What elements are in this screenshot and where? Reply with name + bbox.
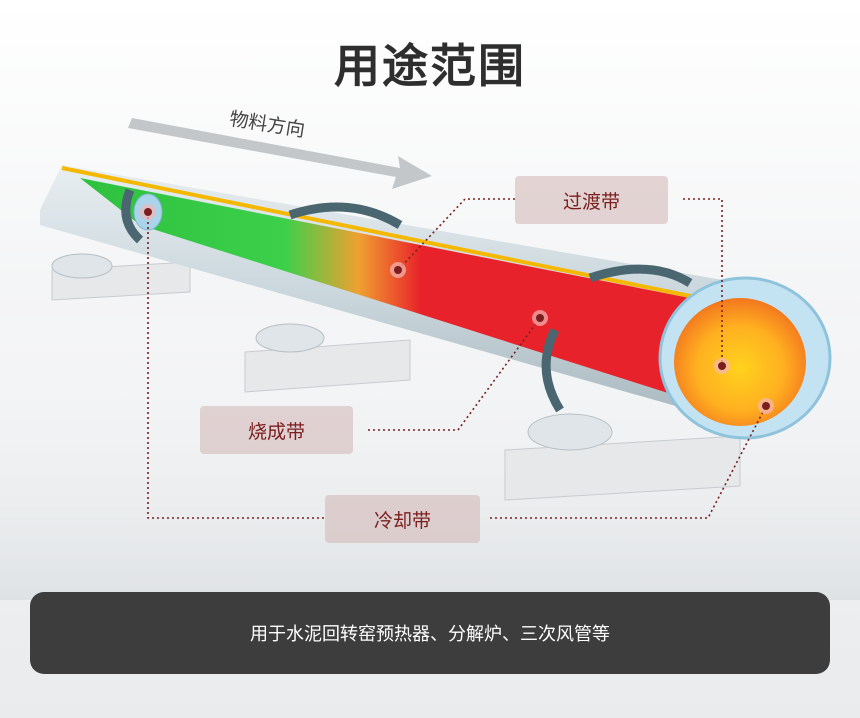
- leader-lines: [147, 198, 767, 519]
- zone-tag-burning: 烧成带: [200, 406, 353, 454]
- ring-1: [288, 202, 403, 229]
- ring-3: [121, 188, 144, 244]
- leader-transition-left: [397, 198, 515, 271]
- support-right: [504, 413, 741, 501]
- page-title: 用途范围: [334, 39, 526, 93]
- material-direction-arrow: [128, 118, 432, 189]
- support-middle: [244, 323, 411, 393]
- ring-4: [541, 327, 564, 413]
- leader-transition-right: [683, 198, 723, 366]
- zone-tag-cooling: 冷却带: [325, 495, 480, 543]
- leader-burning: [368, 317, 541, 431]
- kiln-mouth-core: [674, 298, 806, 426]
- markers: [140, 204, 774, 414]
- usage-banner-text: 用于水泥回转窑预热器、分解炉、三次风管等: [250, 624, 610, 645]
- ring-2: [588, 264, 693, 287]
- zone-tag-transition: 过渡带: [515, 176, 668, 224]
- support-left: [51, 253, 191, 301]
- usage-banner: 用于水泥回转窑预热器、分解炉、三次风管等: [30, 592, 830, 674]
- leader-cooling-left: [147, 212, 325, 519]
